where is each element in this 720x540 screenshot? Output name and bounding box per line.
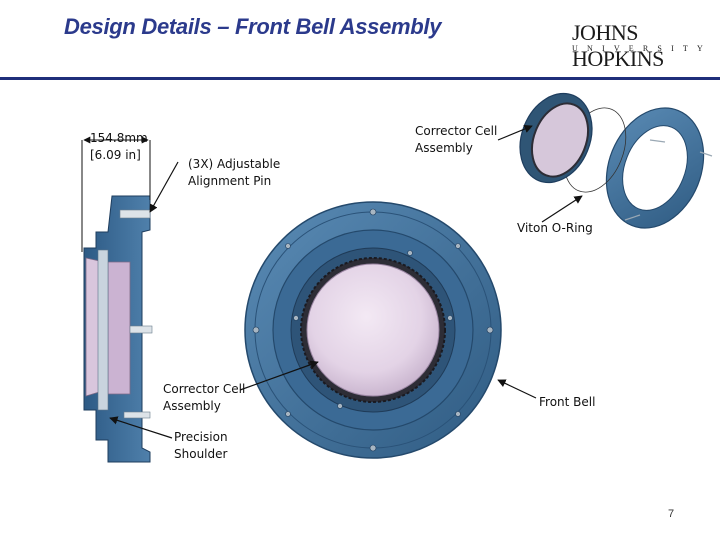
precision-line2: Shoulder <box>174 447 228 461</box>
alignment-pin-line1: (3X) Adjustable <box>188 157 281 171</box>
corrector-cell-bottom-label: Corrector Cell Assembly <box>163 381 245 415</box>
cross-section-view <box>83 195 153 463</box>
corrector-top-line1: Corrector Cell <box>415 124 498 138</box>
alignment-pin-line2: Alignment Pin <box>188 174 272 188</box>
viton-oring-label: Viton O-Ring <box>517 221 593 235</box>
precision-line1: Precision <box>174 430 228 444</box>
dimension-label: 154.8mm [6.09 in] <box>90 130 148 164</box>
corrector-bottom-line2: Assembly <box>163 399 221 413</box>
university-logo: JOHNS HOPKINS <box>572 20 664 71</box>
exploded-view <box>519 92 713 229</box>
front-bell-view <box>244 201 502 459</box>
slide-title: Design Details – Front Bell Assembly <box>64 14 442 39</box>
alignment-pin-label: (3X) Adjustable Alignment Pin <box>188 156 280 190</box>
dimension-mm: 154.8mm <box>90 131 148 145</box>
front-bell-label: Front Bell <box>539 395 596 409</box>
university-logo-subtitle: UNIVERSITY <box>572 44 712 53</box>
corrector-bottom-line1: Corrector Cell <box>163 382 246 396</box>
title-divider <box>0 77 720 80</box>
page-number: 7 <box>668 508 675 520</box>
dimension-in: [6.09 in] <box>90 148 141 162</box>
dimension-indicator <box>81 136 151 252</box>
precision-shoulder-label: Precision Shoulder <box>174 429 228 463</box>
corrector-top-line2: Assembly <box>415 141 473 155</box>
corrector-cell-top-label: Corrector Cell Assembly <box>415 123 497 157</box>
callout-leaders <box>109 124 583 439</box>
